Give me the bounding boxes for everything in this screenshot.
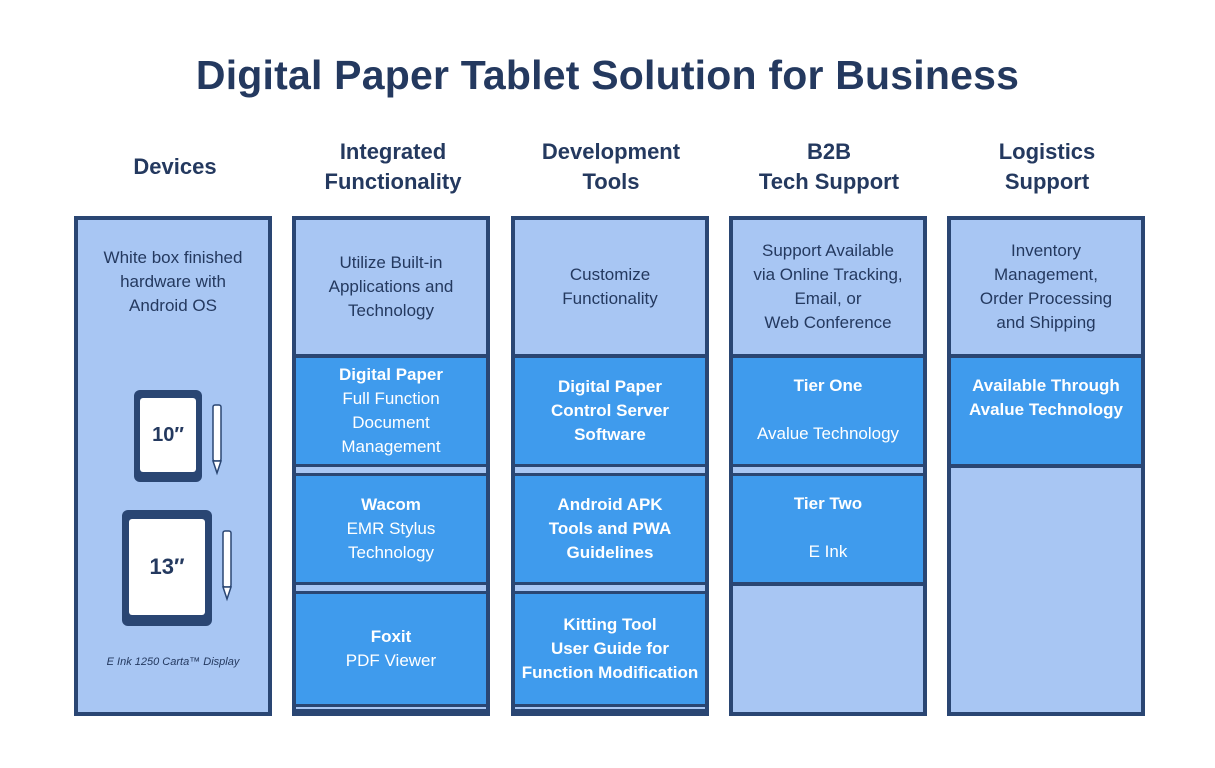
development-summary: Customize Functionality — [515, 220, 705, 354]
divider — [515, 464, 705, 476]
header-integrated-functionality: Integrated Functionality — [324, 139, 462, 194]
tablet-10-label: 10″ — [140, 398, 196, 472]
item-title: Android APK Tools and PWA Guidelines — [548, 495, 672, 562]
item-title: Tier One — [793, 376, 863, 395]
tablet-13-icon: 13″ — [122, 510, 212, 626]
item-title: Wacom — [361, 495, 421, 514]
item-text: Avalue Technology — [756, 424, 900, 443]
item-digital-paper: Digital Paper Full Function Document Man… — [296, 358, 486, 464]
item-title: Available Through Avalue Technology — [969, 376, 1123, 419]
item-android-apk: Android APK Tools and PWA Guidelines — [515, 476, 705, 582]
item-title: Digital Paper — [339, 365, 443, 384]
display-caption: E Ink 1250 Carta™ Display — [106, 656, 240, 668]
divider — [733, 464, 923, 476]
support-summary: Support Available via Online Tracking, E… — [733, 220, 923, 354]
item-foxit: Foxit PDF Viewer — [296, 594, 486, 704]
item-title: Foxit — [370, 627, 412, 646]
divider — [296, 354, 486, 358]
divider — [733, 582, 923, 586]
logistics-summary: Inventory Management, Order Processing a… — [951, 220, 1141, 354]
header-development-tools: Development Tools — [541, 139, 681, 194]
item-wacom: Wacom EMR Stylus Technology — [296, 476, 486, 582]
header-devices: Devices — [133, 154, 217, 179]
item-title: Kitting Tool User Guide for Function Mod… — [521, 615, 699, 682]
divider — [951, 464, 1141, 468]
divider — [733, 354, 923, 358]
item-text: E Ink — [808, 542, 848, 561]
item-text: PDF Viewer — [345, 651, 437, 670]
header-b2b-tech-support: B2B Tech Support — [758, 139, 900, 194]
item-control-server: Digital Paper Control Server Software — [515, 358, 705, 464]
item-tier-one: Tier One Avalue Technology — [733, 358, 923, 464]
stylus-icon — [211, 404, 223, 476]
column-devices: White box finished hardware with Android… — [74, 216, 272, 716]
item-avalue: Available Through Avalue Technology — [951, 358, 1141, 464]
page-title: Digital Paper Tablet Solution for Busine… — [195, 52, 1020, 98]
divider — [515, 354, 705, 358]
divider — [296, 704, 486, 712]
column-b2b-tech-support: Support Available via Online Tracking, E… — [729, 216, 927, 716]
item-title: Digital Paper Control Server Software — [550, 377, 670, 444]
stylus-icon — [221, 530, 233, 602]
column-development-tools: Customize Functionality Digital Paper Co… — [511, 216, 709, 716]
divider — [515, 704, 705, 712]
item-kitting-tool: Kitting Tool User Guide for Function Mod… — [515, 594, 705, 704]
tablet-10-icon: 10″ — [134, 390, 202, 482]
item-title: Tier Two — [793, 494, 863, 513]
column-integrated-functionality: Utilize Built-in Applications and Techno… — [292, 216, 490, 716]
column-logistics-support: Inventory Management, Order Processing a… — [947, 216, 1145, 716]
devices-description: White box finished hardware with Android… — [103, 248, 243, 315]
divider — [296, 582, 486, 594]
divider — [296, 464, 486, 476]
divider — [515, 582, 705, 594]
item-tier-two: Tier Two E Ink — [733, 476, 923, 582]
tablet-13-label: 13″ — [129, 519, 205, 615]
integrated-summary: Utilize Built-in Applications and Techno… — [296, 220, 486, 354]
item-text: EMR Stylus Technology — [346, 519, 436, 562]
divider — [951, 354, 1141, 358]
header-logistics-support: Logistics Support — [998, 139, 1096, 194]
item-text: Full Function Document Management — [341, 389, 441, 456]
